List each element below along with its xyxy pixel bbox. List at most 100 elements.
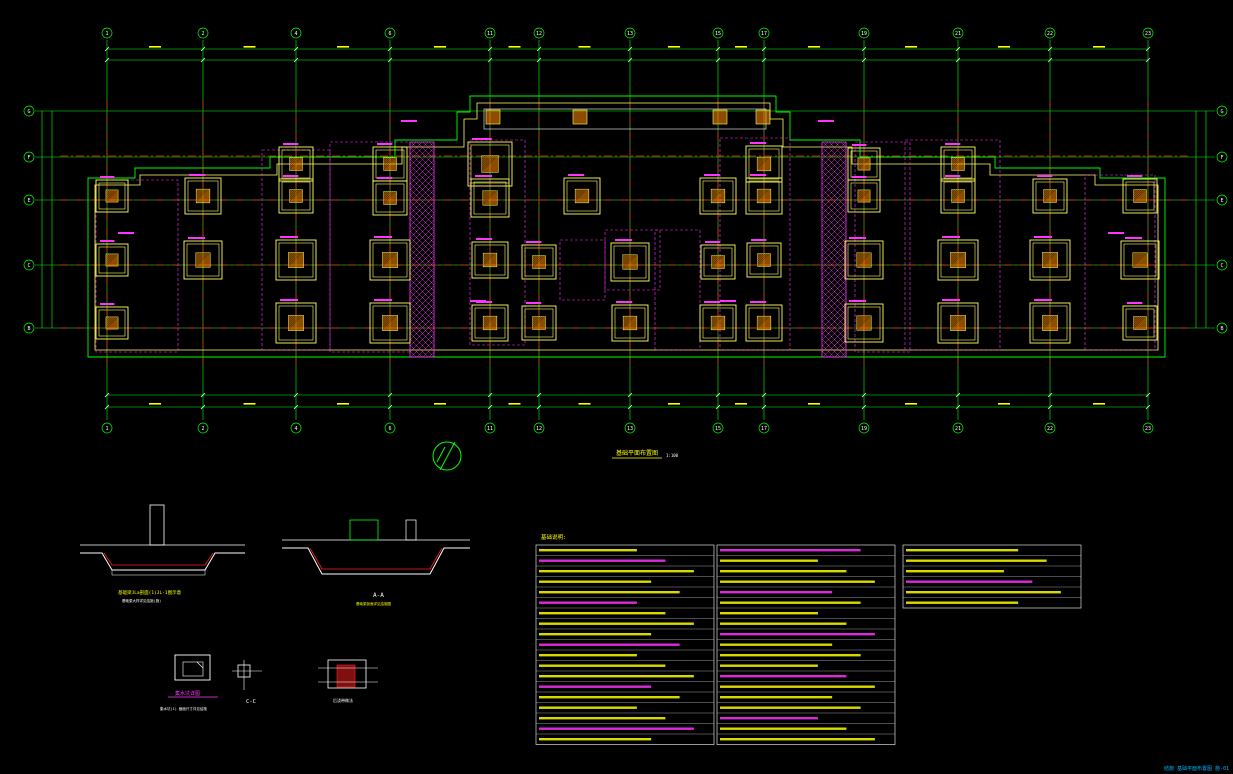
detail2-pit bbox=[349, 519, 379, 541]
isolated-footing-11 bbox=[372, 177, 408, 216]
pier-hatch bbox=[757, 253, 764, 260]
pier-hatch bbox=[950, 315, 955, 320]
hatch-line bbox=[428, 351, 435, 358]
pier-hatch bbox=[105, 189, 115, 199]
pier-hatch bbox=[288, 252, 291, 255]
detail3-slope bbox=[196, 661, 204, 669]
pier-hatch bbox=[288, 252, 295, 259]
hatch-line bbox=[409, 146, 435, 172]
hatch-line bbox=[821, 212, 847, 238]
isolated-footing-24 bbox=[700, 241, 736, 280]
dim-tick bbox=[955, 392, 961, 398]
pier-hatch bbox=[757, 189, 770, 202]
hatch-line bbox=[821, 170, 847, 196]
pier-hatch bbox=[711, 316, 724, 329]
axis-bubble-bottom-6: 6 bbox=[384, 422, 396, 434]
column-pier bbox=[622, 254, 638, 270]
footing-step bbox=[470, 144, 510, 184]
hatch-line bbox=[821, 171, 847, 197]
pier-hatch bbox=[951, 189, 962, 200]
notes-text-line bbox=[539, 685, 652, 688]
pier-hatch bbox=[289, 157, 294, 162]
pier-hatch bbox=[757, 189, 764, 196]
dim-tick bbox=[104, 57, 110, 63]
isolated-footing-29 bbox=[745, 174, 783, 215]
pavilion-footing bbox=[712, 109, 728, 125]
footing-outer bbox=[937, 302, 979, 344]
dim-text-mark bbox=[578, 403, 591, 405]
dim-text-mark bbox=[337, 403, 349, 405]
pier-hatch bbox=[483, 253, 490, 260]
pier-hatch bbox=[950, 252, 959, 261]
dim-text-mark bbox=[337, 46, 349, 48]
pier-hatch bbox=[382, 315, 389, 322]
hatch-line bbox=[821, 278, 847, 304]
pier-hatch bbox=[382, 252, 391, 261]
hatch-line bbox=[821, 248, 847, 274]
isolated-footing-43 bbox=[1122, 302, 1158, 341]
footing-step bbox=[847, 306, 881, 340]
axis-bubble-top-21: 21 bbox=[952, 27, 964, 39]
axis-bubble-circle bbox=[1216, 322, 1228, 334]
axis-bubble-bottom-13: 13 bbox=[624, 422, 636, 434]
pier-hatch bbox=[950, 252, 965, 267]
axis-bubble-label: 22 bbox=[1047, 31, 1053, 37]
axis-bubble-top-12: 12 bbox=[533, 27, 545, 39]
column-pier bbox=[757, 253, 771, 267]
hatch-line bbox=[409, 165, 435, 191]
pier-hatch bbox=[289, 189, 300, 200]
notes-text-line bbox=[906, 570, 1004, 573]
axis-bubble-circle bbox=[1216, 105, 1228, 117]
isolated-footing-25 bbox=[699, 301, 737, 342]
footing-label-mark bbox=[942, 299, 960, 301]
pier-hatch bbox=[1132, 252, 1137, 257]
pier-hatch bbox=[383, 191, 388, 196]
axis-bubble-label: 22 bbox=[1047, 426, 1053, 432]
notes-text-line bbox=[720, 727, 847, 730]
pier-hatch bbox=[757, 189, 760, 192]
axis-bubble-circle bbox=[712, 27, 724, 39]
isolated-footing-2 bbox=[184, 174, 222, 215]
pier-hatch bbox=[757, 253, 766, 262]
hatch-line bbox=[821, 158, 847, 184]
notes-text-line bbox=[720, 654, 861, 657]
pier-hatch bbox=[711, 316, 722, 327]
dim-tick bbox=[536, 404, 542, 410]
dim-tick bbox=[715, 46, 721, 52]
hatch-line bbox=[821, 315, 847, 341]
hatch-line bbox=[409, 141, 435, 167]
pier-hatch bbox=[711, 255, 722, 266]
isolated-footing-22 bbox=[611, 301, 649, 342]
pier-hatch bbox=[532, 255, 545, 268]
footing-step bbox=[703, 247, 733, 277]
footing-outer bbox=[937, 239, 979, 281]
hatch-line bbox=[821, 338, 841, 358]
dim-tick bbox=[1047, 46, 1053, 52]
pier-hatch bbox=[1042, 252, 1049, 259]
axis-bubble-top-23: 23 bbox=[1142, 27, 1154, 39]
hatch-line bbox=[821, 231, 847, 257]
pier-hatch bbox=[857, 189, 865, 197]
pier-hatch bbox=[856, 252, 863, 259]
pier-hatch bbox=[481, 155, 496, 170]
notes-text-line bbox=[720, 643, 833, 646]
pier-hatch bbox=[575, 189, 586, 200]
dim-tick bbox=[200, 404, 206, 410]
dim-tick bbox=[1047, 57, 1053, 63]
notes-text-line bbox=[720, 549, 861, 552]
hatch-line bbox=[821, 260, 847, 286]
footing-label-mark bbox=[1034, 299, 1052, 301]
dim-tick bbox=[387, 392, 393, 398]
column-pier bbox=[288, 315, 304, 331]
hatch-line bbox=[409, 141, 423, 155]
hatch-line bbox=[409, 314, 435, 340]
pier-hatch bbox=[383, 157, 396, 170]
hatch-line bbox=[821, 267, 847, 293]
pier-hatch bbox=[483, 253, 492, 262]
footing-outer bbox=[278, 146, 314, 182]
column-pier bbox=[756, 315, 772, 331]
pier-hatch bbox=[1132, 252, 1143, 263]
footing-step bbox=[98, 182, 126, 210]
